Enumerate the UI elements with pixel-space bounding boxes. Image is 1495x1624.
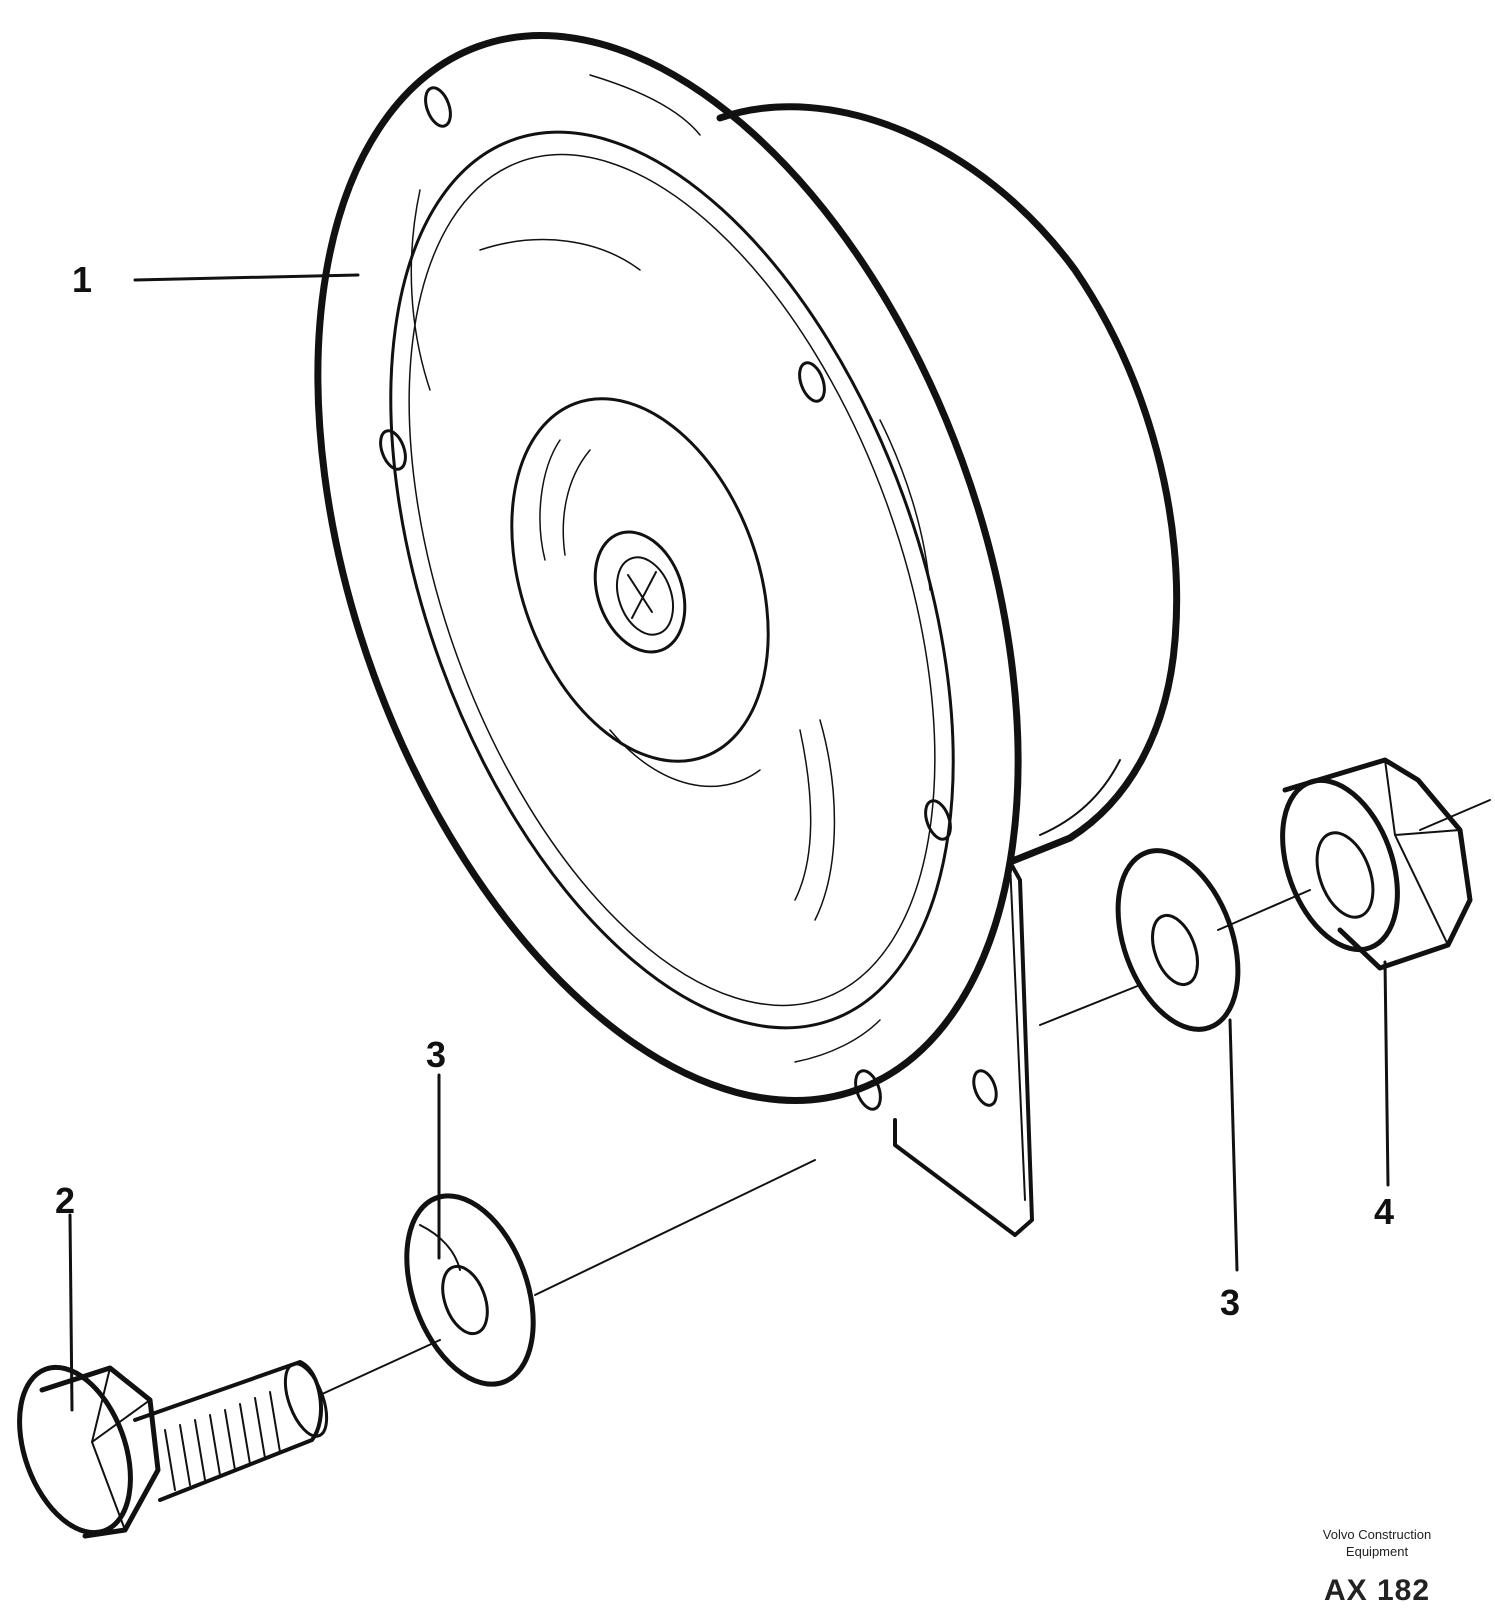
- assembly-axis-lines: [319, 799, 1491, 1396]
- mounting-bracket: [893, 860, 1034, 1237]
- horn-diaphragm: [479, 238, 836, 921]
- bolt: [17, 1360, 329, 1539]
- figure-code: AX 182: [1323, 1574, 1431, 1607]
- callout-part-3-rear: 3: [1220, 1282, 1241, 1323]
- callout-part-3-front: 3: [426, 1034, 447, 1075]
- publisher-footer: Volvo Construction Equipment AX 182: [1262, 1526, 1492, 1608]
- callout-part-1: 1: [72, 259, 93, 300]
- nut: [1280, 757, 1473, 971]
- callout-part-4: 4: [1374, 1191, 1395, 1232]
- publisher-line-2: Equipment: [1345, 1544, 1409, 1559]
- horn-flange: [314, 32, 1022, 1111]
- leader-lines: [68, 273, 1390, 1412]
- horn-body: [716, 103, 1181, 866]
- washer-rear: [1115, 848, 1241, 1032]
- washer-front: [404, 1193, 536, 1387]
- callout-part-2: 2: [55, 1180, 76, 1221]
- publisher-line-1: Volvo Construction: [1322, 1527, 1432, 1542]
